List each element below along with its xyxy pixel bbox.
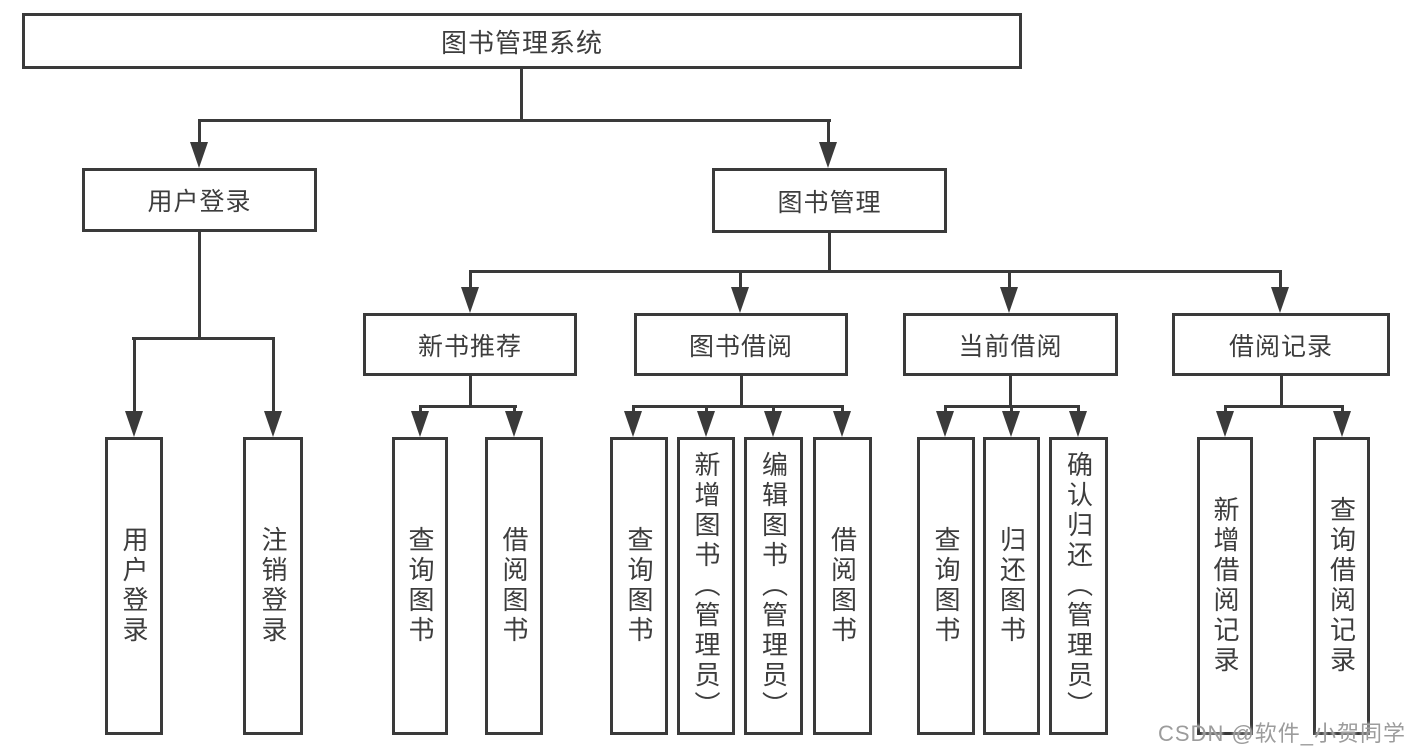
node-book-management-system: 图书管理系统 [22,13,1022,69]
node-label: 图书管理 [777,188,882,217]
leaf-label: 用户登录 [119,526,149,646]
node-book-borrowing: 图书借阅 [634,313,848,376]
connector-records-stem [1280,376,1283,407]
node-label: 当前借阅 [958,332,1063,361]
connector-leaf-drop [1010,405,1013,413]
leaf-label: 借阅图书 [827,526,858,646]
leaf-current-confirm-return-admin: 确认归还（管理员） [1049,437,1108,735]
leaf-recommend-borrow-books: 借阅图书 [485,437,543,735]
connector-user-login-drop [198,119,201,145]
connector-root-split [198,119,831,122]
leaf-label: 查询图书 [405,526,435,646]
leaf-records-query-record: 查询借阅记录 [1313,437,1370,735]
arrow-down-icon [624,411,642,437]
leaf-label: 查询图书 [931,526,961,646]
arrow-down-icon [731,287,749,313]
arrow-down-icon [1271,287,1289,313]
arrow-down-icon [833,411,851,437]
arrow-down-icon [1069,411,1087,437]
node-book-management: 图书管理 [712,168,947,233]
connector-recommend-stem [469,376,472,407]
connector-leaf-drop [1224,405,1227,413]
leaf-label: 查询借阅记录 [1326,496,1357,676]
arrow-down-icon [1002,411,1020,437]
leaf-label: 新增图书（管理员） [691,451,721,721]
leaf-borrowing-add-books-admin: 新增图书（管理员） [677,437,735,735]
connector-user-login-split [132,337,275,340]
connector-records-split [1224,405,1344,408]
connector-leaf-drop [1077,405,1080,413]
arrow-down-icon [190,142,208,168]
connector-level3-drop [1279,273,1282,289]
connector-level3-drop [1008,273,1011,289]
arrow-down-icon [461,287,479,313]
arrow-down-icon [1216,411,1234,437]
connector-root-stem [520,69,523,121]
connector-book-mgmt-drop [827,119,830,145]
leaf-user-login: 用户登录 [105,437,163,735]
node-label: 借阅记录 [1228,332,1333,361]
leaf-label: 注销登录 [258,526,288,646]
node-label: 新书推荐 [417,332,522,361]
leaf-borrowing-query-books: 查询图书 [610,437,668,735]
connector-level3-drop [469,273,472,289]
node-new-book-recommend: 新书推荐 [363,313,577,376]
connector-user-login-stem [198,232,201,339]
arrow-down-icon [411,411,429,437]
node-label: 图书管理系统 [440,27,603,58]
arrow-down-icon [505,411,523,437]
leaf-records-add-record: 新增借阅记录 [1197,437,1253,735]
arrow-down-icon [764,411,782,437]
connector-borrowing-stem [740,376,743,407]
arrow-down-icon [936,411,954,437]
leaf-current-return-books: 归还图书 [983,437,1040,735]
arrow-down-icon [1333,411,1351,437]
leaf-label: 编辑图书（管理员） [758,451,789,721]
connector-leaf-drop [272,340,275,413]
node-user-login: 用户登录 [82,168,317,232]
leaf-label: 归还图书 [996,526,1027,646]
leaf-logout: 注销登录 [243,437,303,735]
connector-leaf-drop [841,405,844,413]
csdn-watermark: CSDN @软件_小贺同学 [1158,721,1405,746]
leaf-borrowing-edit-books-admin: 编辑图书（管理员） [744,437,803,735]
connector-current-stem [1009,376,1012,407]
arrow-down-icon [697,411,715,437]
node-label: 图书借阅 [688,332,793,361]
arrow-down-icon [264,411,282,437]
connector-leaf-drop [632,405,635,413]
leaf-borrowing-borrow-books: 借阅图书 [813,437,872,735]
node-borrow-records: 借阅记录 [1172,313,1390,376]
leaf-label: 借阅图书 [499,526,529,646]
connector-leaf-drop [133,340,136,413]
node-label: 用户登录 [147,188,252,216]
node-current-borrowing: 当前借阅 [903,313,1118,376]
connector-borrowing-split [632,405,844,408]
connector-book-mgmt-split [469,270,1282,273]
connector-leaf-drop [419,405,422,413]
connector-leaf-drop [1341,405,1344,413]
connector-book-mgmt-stem [828,233,831,272]
connector-level3-drop [739,273,742,289]
arrow-down-icon [1000,287,1018,313]
arrow-down-icon [125,411,143,437]
leaf-current-query-books: 查询图书 [917,437,975,735]
leaf-recommend-query-books: 查询图书 [392,437,448,735]
connector-recommend-split [419,405,517,408]
connector-leaf-drop [705,405,708,413]
connector-leaf-drop [513,405,516,413]
arrow-down-icon [819,142,837,168]
leaf-label: 新增借阅记录 [1210,496,1240,676]
leaf-label: 查询图书 [624,526,654,646]
leaf-label: 确认归还（管理员） [1063,451,1094,721]
connector-leaf-drop [944,405,947,413]
connector-leaf-drop [772,405,775,413]
